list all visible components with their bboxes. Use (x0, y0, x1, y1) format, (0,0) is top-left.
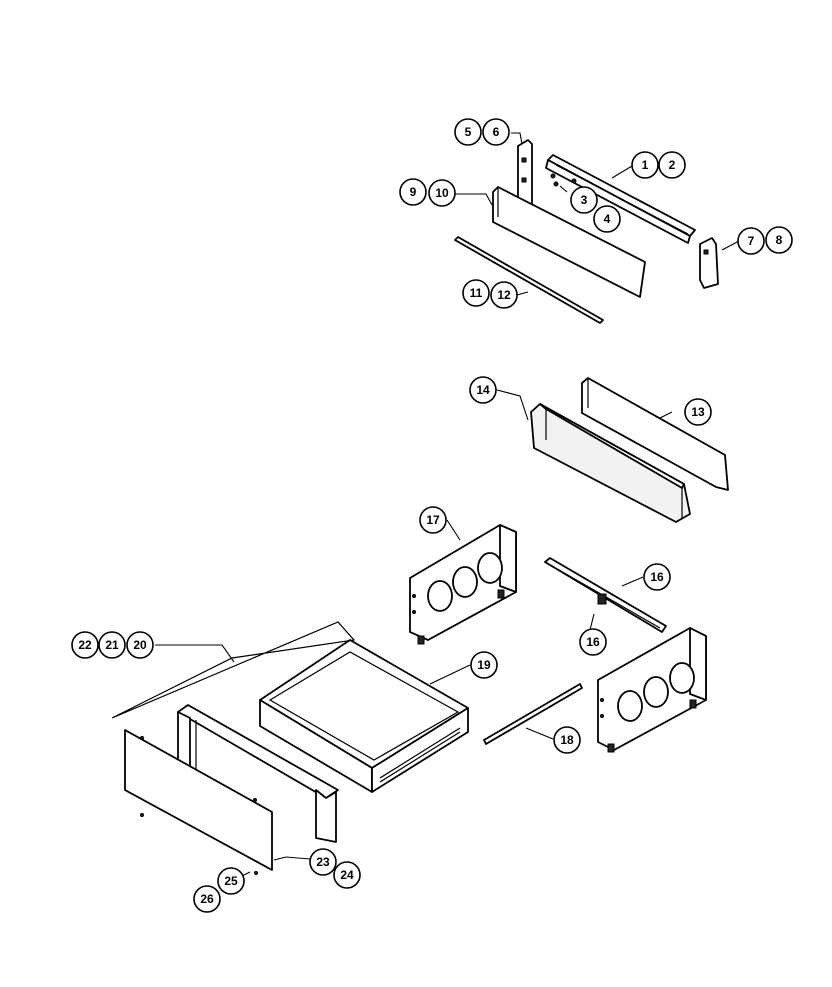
screws-part (550, 173, 577, 187)
front-backsplash-part (530, 403, 691, 523)
balloon-circle (570, 186, 598, 214)
balloon-circle (333, 861, 361, 889)
left-side-panel-part (409, 524, 517, 645)
balloon-circle (217, 867, 245, 895)
callout-balloon-6: 6 (482, 118, 510, 146)
callout-balloon-17: 17 (419, 506, 447, 534)
callout-balloon-10: 10 (428, 179, 456, 207)
callout-number: 5 (465, 125, 472, 139)
callout-balloon-14: 14 (469, 376, 497, 404)
callout-balloon-21: 21 (98, 631, 126, 659)
rod-trim-part (454, 236, 604, 324)
balloon-circle (643, 563, 671, 591)
callout-number: 19 (477, 658, 491, 672)
balloon-circle (419, 506, 447, 534)
callout-balloon-16: 16 (643, 563, 671, 591)
balloon-circle (490, 281, 518, 309)
balloon-circle (193, 885, 221, 913)
callout-number: 18 (560, 733, 574, 747)
balloon-circle (428, 179, 456, 207)
callout-number: 2 (669, 158, 676, 172)
callout-number: 20 (133, 638, 147, 652)
balloon-circle (309, 848, 337, 876)
callout-balloon-24: 24 (333, 861, 361, 889)
callout-balloon-4: 4 (593, 205, 621, 233)
callout-number: 16 (586, 635, 600, 649)
balloon-circle (631, 151, 659, 179)
drawer-liner-sheet-part (111, 621, 356, 719)
drawer-front-panel-part (124, 729, 273, 875)
callout-number: 13 (691, 405, 705, 419)
callout-balloon-26: 26 (193, 885, 221, 913)
balloon-circle (469, 376, 497, 404)
callout-balloon-7: 7 (737, 227, 765, 255)
callout-number: 7 (748, 234, 755, 248)
balloon-circle (593, 205, 621, 233)
callout-number: 1 (642, 158, 649, 172)
callout-balloon-5: 5 (454, 118, 482, 146)
leader-lines (155, 132, 740, 878)
balloon-circle (470, 651, 498, 679)
callout-balloon-18: 18 (553, 726, 581, 754)
right-side-panel-part (597, 627, 707, 753)
balloon-circle (454, 118, 482, 146)
balloon-circle (98, 631, 126, 659)
drawer-tray-part (259, 639, 469, 793)
callout-number: 26 (200, 892, 214, 906)
slide-rail-part (544, 557, 667, 633)
callout-number: 21 (105, 638, 119, 652)
rod-part (483, 683, 583, 745)
callout-number: 10 (435, 186, 449, 200)
balloon-circle (737, 227, 765, 255)
drawer-front-frame-part (177, 704, 339, 843)
callout-number: 3 (581, 193, 588, 207)
trim-rail-part (545, 154, 696, 244)
callout-balloon-1: 1 (631, 151, 659, 179)
callout-number: 17 (426, 513, 440, 527)
callout-number: 14 (476, 383, 490, 397)
balloon-circle (579, 628, 607, 656)
balloon-circle (462, 279, 490, 307)
callout-number: 11 (470, 286, 483, 300)
glass-panel-part (492, 186, 646, 298)
callout-balloon-19: 19 (470, 651, 498, 679)
balloon-circle (553, 726, 581, 754)
callout-balloon-12: 12 (490, 281, 518, 309)
callout-number: 4 (604, 212, 611, 226)
callout-number: 9 (410, 185, 417, 199)
callout-number: 25 (224, 874, 238, 888)
callout-number: 23 (316, 855, 330, 869)
callout-number: 6 (493, 125, 500, 139)
balloon-circle (71, 631, 99, 659)
callout-number: 8 (776, 233, 783, 247)
balloon-circle (126, 631, 154, 659)
callout-balloon-25: 25 (217, 867, 245, 895)
callout-number: 24 (340, 868, 354, 882)
callout-balloon-22: 22 (71, 631, 99, 659)
callout-balloon-20: 20 (126, 631, 154, 659)
callout-balloon-16: 16 (579, 628, 607, 656)
callout-balloon-23: 23 (309, 848, 337, 876)
callout-number: 12 (497, 288, 511, 302)
balloon-circle (482, 118, 510, 146)
callout-balloon-13: 13 (684, 398, 712, 426)
callout-balloon-3: 3 (570, 186, 598, 214)
callout-balloon-11: 11 (462, 279, 490, 307)
rear-panel-part (581, 377, 729, 491)
callout-balloon-9: 9 (399, 178, 427, 206)
callout-balloon-8: 8 (765, 226, 793, 254)
balloon-circle (399, 178, 427, 206)
callout-balloon-2: 2 (658, 151, 686, 179)
balloon-circle (658, 151, 686, 179)
balloon-circle (684, 398, 712, 426)
balloon-circle (765, 226, 793, 254)
callout-number: 16 (650, 570, 664, 584)
callout-number: 22 (78, 638, 92, 652)
right-end-bracket-part (699, 237, 719, 289)
